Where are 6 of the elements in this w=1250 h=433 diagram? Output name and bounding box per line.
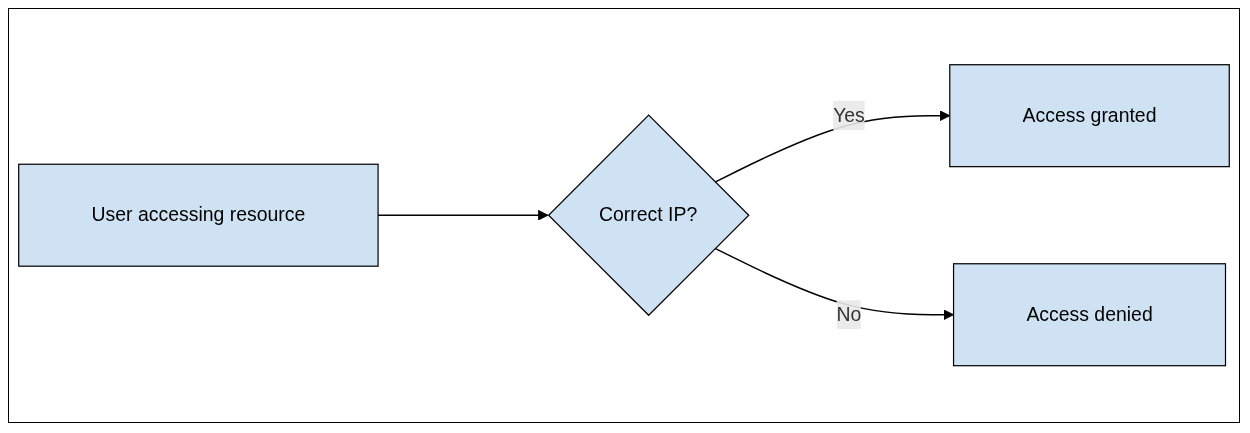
- edge-label: No: [836, 304, 862, 325]
- node-diamond: Correct IP?: [547, 114, 750, 317]
- edge-label: Yes: [833, 105, 865, 126]
- node-box: User accessing resource: [18, 163, 379, 268]
- node-box: Access denied: [952, 263, 1227, 367]
- node-box: Access granted: [949, 64, 1230, 168]
